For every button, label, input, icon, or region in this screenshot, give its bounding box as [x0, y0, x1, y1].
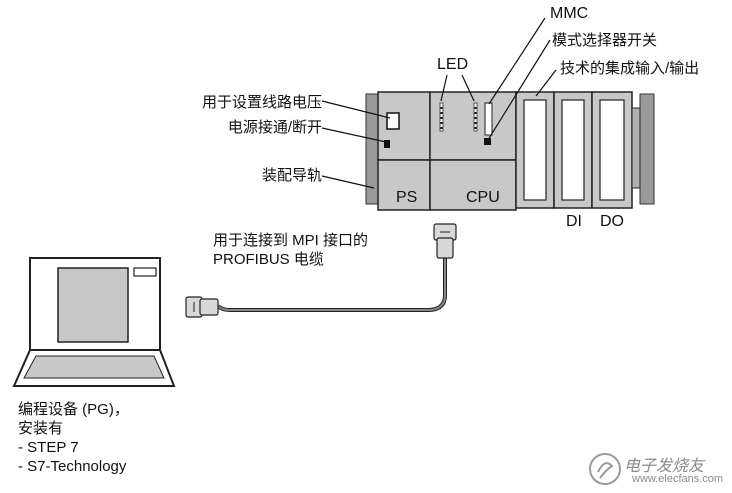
- pg-line2: 安装有: [18, 420, 64, 437]
- rail-label: 装配导轨: [261, 167, 322, 184]
- di-label: DI: [566, 213, 582, 230]
- do-label: DO: [600, 213, 624, 230]
- mmc-slot: [484, 102, 493, 136]
- cpu-module: [429, 91, 517, 211]
- di-module: [553, 91, 593, 209]
- watermark-logo-icon: [589, 453, 621, 485]
- watermark: 电子发烧友 www.elecfans.com: [588, 446, 726, 490]
- watermark-text: 电子发烧友: [624, 458, 705, 475]
- leader-lines: [321, 17, 557, 189]
- mounting-rail: [365, 93, 655, 205]
- pg-item-step7: - STEP 7: [18, 439, 79, 456]
- power-switch-label: 电源接通/断开: [227, 119, 322, 136]
- pg-line1: 编程设备 (PG)，: [18, 401, 129, 418]
- mpi-cable-label-line2: PROFIBUS 电缆: [213, 251, 324, 268]
- db9-connector-top: [433, 223, 457, 259]
- ps-label: PS: [396, 189, 418, 206]
- pg-item-s7-technology: - S7-Technology: [18, 458, 127, 475]
- led-label: LED: [437, 56, 469, 73]
- watermark-url: www.elecfans.com: [632, 473, 724, 485]
- mode-selector-label: 模式选择器开关: [552, 32, 658, 49]
- mode-selector-switch: [484, 138, 491, 145]
- tech-io-module: [515, 91, 555, 209]
- led-indicators: [439, 102, 478, 132]
- laptop-icon: [12, 257, 176, 387]
- db9-connector-left: [185, 296, 219, 318]
- pg-description: 编程设备 (PG)， 安装有 - STEP 7 - S7-Technology: [18, 400, 129, 476]
- cpu-label: CPU: [466, 189, 500, 206]
- do-module: [591, 91, 641, 209]
- tech-io-label: 技术的集成输入/输出: [560, 60, 700, 77]
- voltage-selector: [386, 112, 400, 130]
- mpi-cable-label-line1: 用于连接到 MPI 接口的: [213, 232, 369, 249]
- power-switch: [384, 140, 390, 148]
- mmc-label: MMC: [550, 5, 589, 22]
- profibus-cable: [185, 223, 457, 318]
- line-voltage-label: 用于设置线路电压: [201, 94, 322, 111]
